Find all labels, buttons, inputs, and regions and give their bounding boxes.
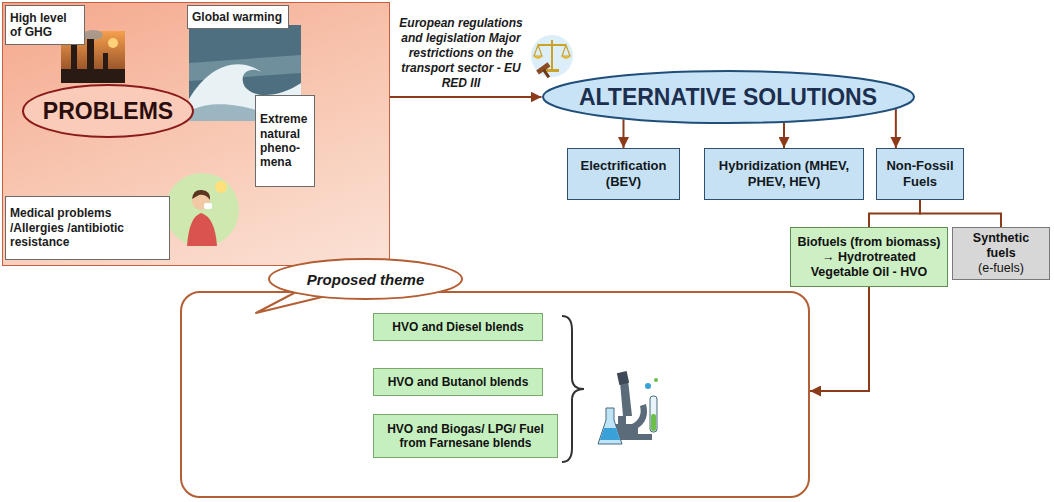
curly-brace (562, 316, 584, 462)
problems-panel: High level of GHG Global warmingPROBLEMS E… (2, 2, 390, 266)
problem-box: Medical problems /Allergies /antibiotic … (5, 196, 170, 260)
solutions-ellipse: ALTERNATIVE SOLUTIONS (542, 70, 915, 124)
connector-arrow (810, 287, 869, 391)
ellipse-shape (543, 71, 914, 123)
connector-arrow (783, 123, 785, 148)
edge-label: European regulations and legislation Maj… (392, 16, 530, 91)
node-text: Hybridization (MHEV, PHEV, HEV) (709, 158, 859, 189)
theme-panel: HVO and Diesel blendsHVO and Butanol ble… (180, 291, 810, 498)
connector-arrow (920, 200, 1001, 227)
blend-box: HVO and Biogas/ LPG/ Fuel from Farnesane… (373, 414, 558, 458)
ellipse-shape (23, 85, 193, 137)
problem-box: Global warming (187, 5, 289, 29)
node-text: ALTERNATIVE SOLUTIONS (579, 84, 877, 111)
connector-arrow (869, 200, 920, 227)
node-text: HVO and Biogas/ LPG/ Fuel from Farnesane… (380, 422, 551, 451)
blend-box: HVO and Diesel blends (373, 313, 543, 341)
ellipse-shape (269, 259, 462, 299)
node-text: High level of GHG (10, 11, 80, 40)
solution-box: Non-Fossil Fuels (876, 148, 964, 200)
fuel-box: Synthetic fuels(e-fuels) (952, 227, 1050, 280)
problem-box: Extreme natural pheno- mena (255, 95, 315, 187)
node-text: Electrification (BEV) (572, 158, 675, 189)
scales-icon (531, 35, 573, 78)
problem-box: High level of GHG (5, 5, 85, 45)
node-text: Extreme natural pheno- mena (260, 112, 310, 170)
lab-icon (598, 371, 658, 444)
node-text: HVO and Butanol blends (388, 375, 529, 389)
connector-arrow (895, 109, 897, 148)
callout-bubble: Proposed theme (268, 258, 463, 300)
person-picture (165, 173, 239, 247)
node-text: → Hydrotreated Vegetable Oil - HVO (796, 250, 942, 280)
node-text: Proposed theme (307, 271, 425, 288)
node-text: Medical problems /Allergies /antibiotic … (10, 206, 165, 249)
node-text: Biofuels (from biomass) (797, 235, 940, 250)
solution-box: Electrification (BEV) (567, 148, 680, 200)
node-text: Global warming (192, 10, 284, 24)
solution-box: Hybridization (MHEV, PHEV, HEV) (704, 148, 864, 200)
blend-box: HVO and Butanol blends (373, 368, 543, 396)
node-text: (e-fuels) (978, 261, 1024, 276)
node-text: Synthetic fuels (958, 231, 1044, 261)
problems-ellipse: PROBLEMS (22, 84, 194, 138)
connector-arrow (623, 119, 625, 148)
node-text: Non-Fossil Fuels (881, 158, 959, 189)
connector-arrow (390, 96, 542, 98)
node-text: PROBLEMS (43, 98, 173, 125)
node-text: HVO and Diesel blends (392, 320, 523, 334)
fuel-box: Biofuels (from biomass)→ Hydrotreated Ve… (790, 227, 948, 287)
